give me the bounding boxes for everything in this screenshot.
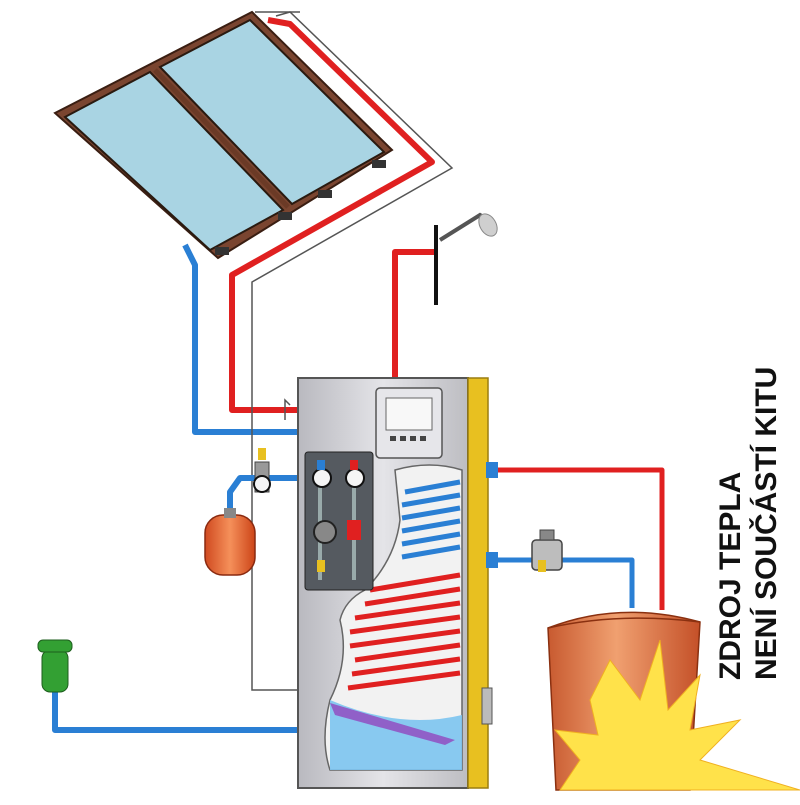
expansion-vessel-line bbox=[227, 475, 300, 520]
heat-source-label-line1: ZDROJ TEPLA bbox=[714, 471, 747, 680]
hot-water-outlet-pipe bbox=[392, 249, 435, 378]
solar-collector bbox=[53, 10, 394, 260]
sensor-cable bbox=[251, 11, 454, 691]
storage-tank bbox=[297, 377, 498, 789]
safety-group bbox=[253, 448, 271, 493]
lower-coil bbox=[347, 572, 461, 691]
expansion-vessel bbox=[204, 508, 256, 576]
flame-burst-icon bbox=[553, 639, 800, 791]
boiler-pump-valve bbox=[531, 529, 563, 572]
solar-pump-station bbox=[304, 451, 374, 591]
boiler-flow-pipe-hot bbox=[488, 467, 665, 610]
shower bbox=[434, 212, 498, 305]
cold-water-inlet-pipe bbox=[52, 690, 300, 733]
cold-water-tap bbox=[37, 639, 73, 693]
heat-source-label-line2: NENÍ SOUČÁSTÍ KITU bbox=[750, 366, 783, 680]
upper-coil bbox=[401, 479, 461, 560]
